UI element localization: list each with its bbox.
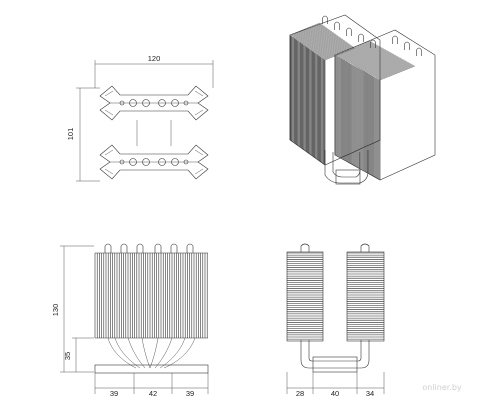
side-bottom-dim-right: 34	[366, 389, 374, 398]
front-view-fin-stack	[94, 252, 208, 339]
front-bottom-dim-middle: 42	[149, 389, 157, 398]
front-height-dim-label: 130	[51, 304, 60, 317]
side-bottom-dim-left: 28	[296, 389, 304, 398]
side-view-fin-stacks	[286, 251, 385, 342]
side-view: 28 40 34	[286, 243, 385, 398]
top-view-lower-stack	[99, 144, 209, 180]
side-view-base-block	[312, 356, 358, 373]
front-view: 130 35 39 42 39	[51, 243, 209, 398]
top-view: 120 101	[66, 54, 214, 182]
side-bottom-dim-middle: 40	[331, 389, 339, 398]
top-width-dim-label: 120	[148, 54, 161, 63]
front-base-dim-label: 35	[63, 352, 72, 360]
front-view-heatpipes	[107, 337, 196, 369]
side-view-right-tip	[360, 243, 370, 252]
top-height-dim-label: 101	[66, 128, 75, 141]
front-view-base-plate	[94, 364, 209, 374]
top-view-upper-stack	[99, 85, 209, 121]
isometric-view	[289, 14, 436, 185]
front-bottom-dim-right: 39	[186, 389, 194, 398]
front-view-heatpipe-tips	[104, 243, 194, 253]
front-bottom-dim-left: 39	[110, 389, 118, 398]
watermark: onliner.by	[422, 383, 462, 392]
side-view-heatpipe-u	[300, 340, 370, 369]
side-view-left-tip	[300, 243, 310, 252]
